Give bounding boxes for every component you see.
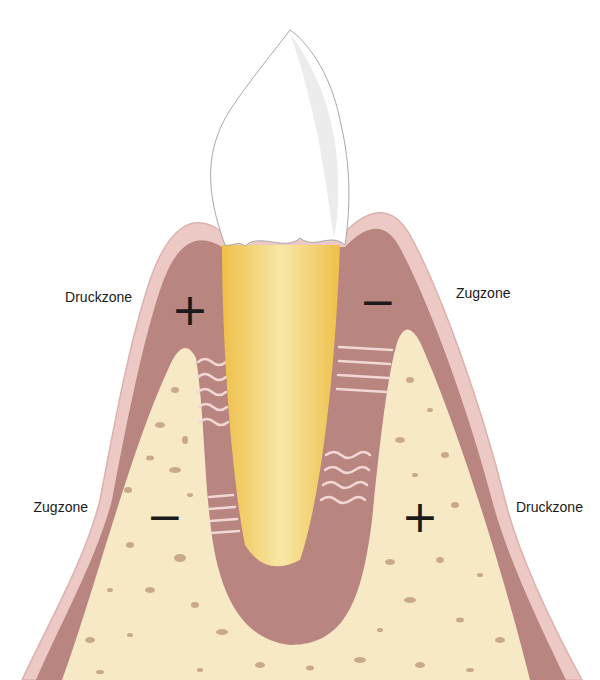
sign-symbol: +	[402, 495, 439, 539]
crown-shading	[290, 34, 338, 238]
zone-label: Druckzone	[65, 289, 132, 305]
zone-label: Zugzone	[34, 499, 88, 515]
sign-symbol: −	[147, 495, 184, 539]
tooth-root	[222, 245, 340, 566]
tooth-crown	[211, 30, 349, 246]
zone-label: Zugzone	[456, 285, 510, 301]
zone-label: Druckzone	[516, 499, 583, 515]
sign-symbol: −	[360, 280, 397, 324]
sign-symbol: +	[172, 288, 209, 332]
gingiva-inner	[36, 229, 566, 680]
gingiva-outer	[22, 213, 582, 680]
